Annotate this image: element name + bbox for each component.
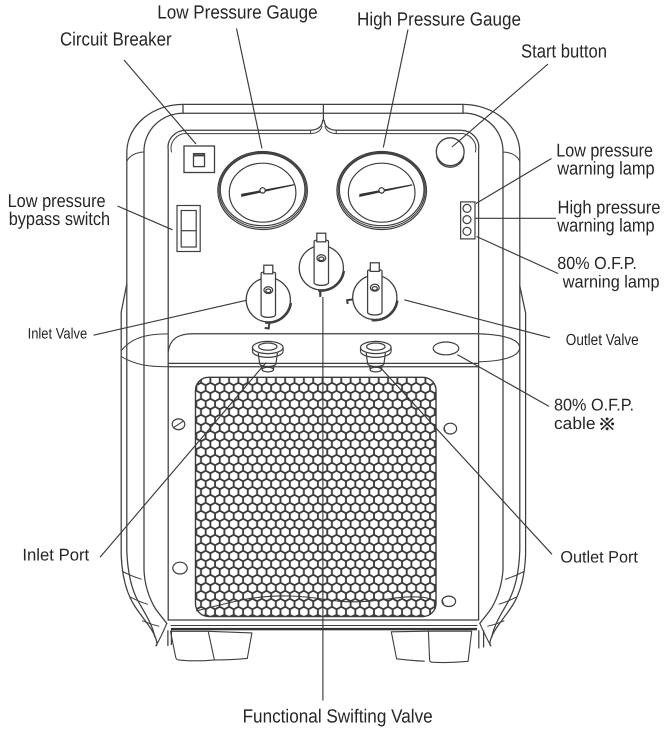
svg-text:bypass switch: bypass switch <box>9 208 110 229</box>
svg-text:warning lamp: warning lamp <box>556 158 654 179</box>
svg-text:warning lamp: warning lamp <box>556 215 654 236</box>
svg-text:Low pressure: Low pressure <box>8 190 106 211</box>
svg-text:Functional Swifting Valve: Functional Swifting Valve <box>243 706 433 727</box>
svg-text:Circuit Breaker: Circuit Breaker <box>60 29 172 50</box>
svg-text:80% O.F.P.: 80% O.F.P. <box>557 253 637 273</box>
svg-text:Start button: Start button <box>521 41 607 62</box>
svg-text:Low Pressure Gauge: Low Pressure Gauge <box>157 3 318 24</box>
svg-text:Inlet Port: Inlet Port <box>22 545 89 564</box>
svg-text:Outlet Valve: Outlet Valve <box>566 332 639 349</box>
svg-text:Low pressure: Low pressure <box>556 139 653 160</box>
svg-text:80% O.F.P.: 80% O.F.P. <box>554 396 634 415</box>
svg-text:warning lamp: warning lamp <box>562 272 660 292</box>
svg-text:High pressure: High pressure <box>558 196 661 217</box>
svg-text:Inlet Valve: Inlet Valve <box>28 326 88 343</box>
svg-text:Outlet Port: Outlet Port <box>560 549 638 567</box>
svg-text:cable: cable <box>554 414 596 433</box>
svg-text:High Pressure Gauge: High Pressure Gauge <box>357 9 521 30</box>
